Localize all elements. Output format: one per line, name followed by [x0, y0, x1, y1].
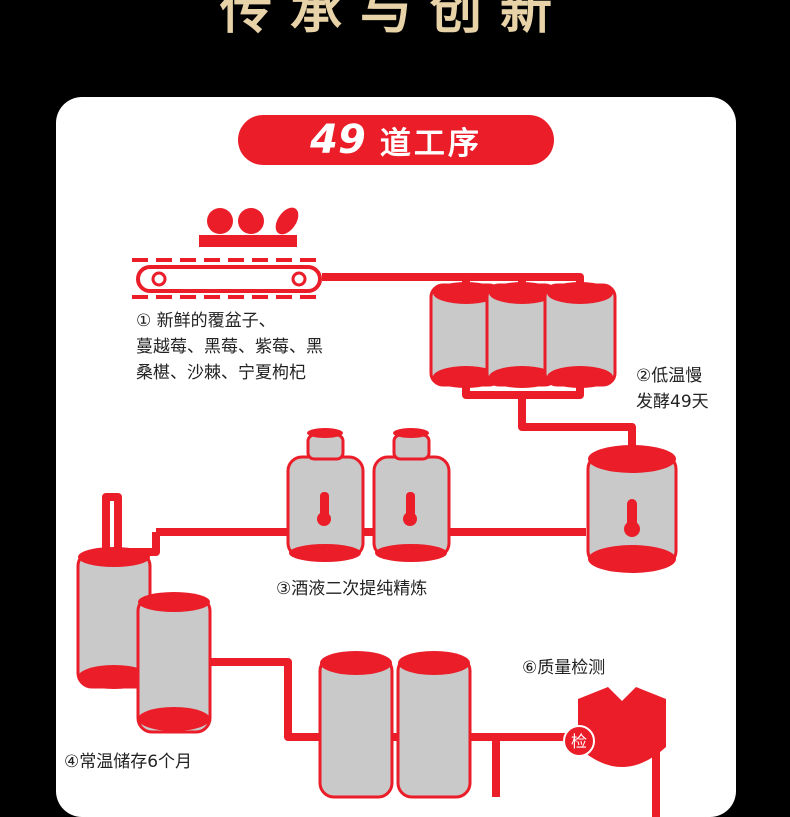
header-title: 传承与创新	[219, 0, 570, 41]
filter-tank	[318, 651, 394, 799]
refining-tank	[372, 428, 451, 562]
step-1-line-3: 桑椹、沙棘、宁夏枸杞	[136, 363, 306, 383]
fermentation-tank	[543, 280, 617, 390]
step-2-line-1: ②低温慢	[636, 366, 703, 386]
mulberry-icon	[275, 207, 299, 235]
step-3-label: ③酒液二次提纯精炼	[276, 579, 428, 599]
thermometer-icon	[320, 492, 329, 518]
step-4-label: ④常温储存6个月	[64, 752, 193, 772]
badge-number: 49	[310, 117, 366, 163]
aging-tank	[136, 592, 212, 734]
step-2-label: ②低温慢 发酵49天	[636, 363, 709, 415]
process-card: 检 49 道工序 ① 新鲜的覆盆子、 蔓越莓、黑莓、紫莓、黑 桑椹、沙棘、宁夏枸…	[56, 97, 736, 817]
filter-tank	[396, 651, 472, 799]
conveyor-belt	[132, 207, 322, 299]
step-1-label: ① 新鲜的覆盆子、 蔓越莓、黑莓、紫莓、黑 桑椹、沙棘、宁夏枸杞	[136, 308, 323, 386]
step-6-label: ⑥质量检测	[522, 658, 606, 678]
thermometer-icon	[627, 499, 637, 527]
blackberry-icon	[238, 208, 264, 234]
shield-label: 检	[571, 732, 587, 751]
quality-shield-icon: 检	[563, 687, 666, 767]
process-count-badge: 49 道工序	[238, 115, 554, 165]
step-2-line-2: 发酵49天	[636, 392, 709, 412]
badge-text: 道工序	[379, 125, 482, 162]
step-1-line-1: ① 新鲜的覆盆子、	[136, 311, 276, 331]
process-illustration: 检	[76, 207, 678, 817]
step-1-line-2: 蔓越莓、黑莓、紫莓、黑	[136, 337, 323, 357]
storage-tank	[586, 445, 678, 573]
thermometer-icon	[406, 492, 415, 518]
refining-tank	[286, 428, 365, 562]
raspberry-icon	[207, 208, 233, 234]
